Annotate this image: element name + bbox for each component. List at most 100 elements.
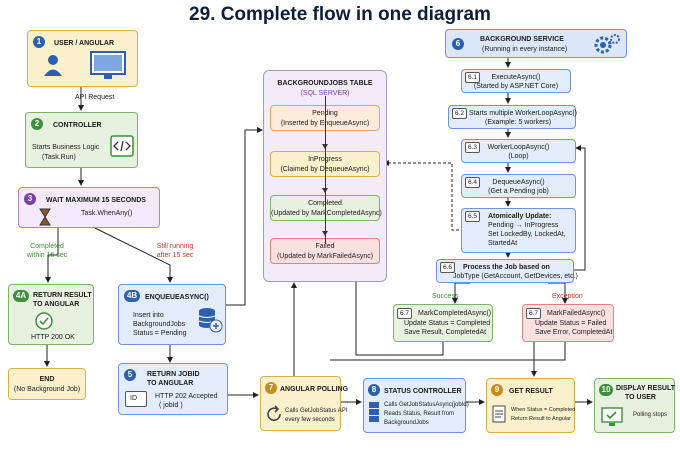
branch-completed-2: within 15 sec	[26, 252, 68, 259]
row-failed-name: Failed	[315, 243, 335, 250]
branch-running-1: Still running	[156, 243, 194, 250]
mark-failed-box: 6.7 MarkFailedAsync() Update Status = Fa…	[522, 304, 614, 342]
step-1-badge: 1	[33, 36, 45, 48]
step-6-2-line1: Starts multiple WorkerLoopAsync()	[469, 110, 578, 117]
row-inprogress-sub: (Claimed by DequeueAsync)	[280, 166, 370, 173]
gears-icon	[594, 34, 620, 54]
display-result-line2: TO USER	[625, 394, 656, 401]
step-4a-badge: 4A	[13, 290, 29, 302]
table-arrow-2	[322, 188, 328, 193]
mark-failed-badge: 6.7	[526, 308, 542, 319]
wait-sub: Task.WhenAny()	[81, 210, 133, 217]
get-result-line1: When Status = Completed	[511, 407, 576, 413]
table-title: BACKGROUNDJOBS TABLE	[277, 80, 373, 87]
table-state-line	[325, 96, 326, 244]
server-icon	[369, 402, 379, 422]
mark-failed-line1: MarkFailedAsync()	[547, 310, 606, 317]
return-jobid-box: 5 RETURN JOBID TO ANGULAR ID HTTP 202 Ac…	[118, 363, 228, 415]
background-service-sub: (Running in every instance)	[482, 46, 568, 53]
step-6-2-box: 6.2 Starts multiple WorkerLoopAsync() (E…	[448, 105, 578, 129]
mark-failed-line2: Update Status = Failed	[535, 320, 607, 327]
wait-box: 3 WAIT MAXIMUM 15 SECONDS Task.WhenAny()	[18, 187, 160, 228]
step-6-2-badge: 6.2	[452, 108, 468, 119]
table-arrow-3	[322, 231, 328, 236]
display-result-sub: Polling stops	[633, 412, 668, 418]
display-result-line1: DISPLAY RESULT	[616, 385, 675, 392]
step-2-badge: 2	[31, 118, 43, 130]
controller-line2: (Task.Run)	[42, 154, 76, 161]
user-icon	[44, 55, 62, 76]
enqueue-label: ENQUEUEASYNC()	[145, 294, 209, 301]
refresh-icon	[267, 405, 281, 421]
mark-failed-line3: Save Error, CompletedAt	[535, 329, 613, 336]
step-6-3-line2: (Loop)	[508, 153, 529, 160]
return-jobid-sub2: ( jobId )	[159, 402, 183, 409]
step-7-badge: 7	[265, 382, 277, 394]
step-6-3-line1: WorkerLoopAsync()	[487, 144, 550, 151]
step-10-badge: 10	[599, 384, 613, 396]
step-6-4-badge: 6.4	[465, 177, 481, 188]
enqueue-line2: BackgroundJobs	[133, 321, 186, 328]
step-6-6-line2: JobType (GetAccount, GetDevices, etc.)	[453, 273, 578, 280]
mark-completed-box: 6.7 MarkCompletedAsync() Update Status =…	[393, 304, 493, 342]
user-angular-box: 1 USER / ANGULAR	[27, 30, 138, 87]
diagram-title: 29. Complete flow in one diagram	[189, 4, 491, 25]
row-completed-name: Completed	[271, 199, 379, 208]
display-result-box: 10 DISPLAY RESULT TO USER Polling stops	[594, 378, 675, 433]
row-pending-name: Pending	[271, 109, 379, 118]
get-result-line2: Return Result to Angular	[511, 416, 571, 422]
status-controller-box: 8 STATUS CONTROLLER Calls GetJobStatusAs…	[363, 378, 469, 433]
user-angular-label: USER / ANGULAR	[54, 40, 115, 47]
step-6-6-box: 6.6 Process the Job based on JobType (Ge…	[436, 259, 578, 283]
wait-label: WAIT MAXIMUM 15 SECONDS	[46, 197, 146, 204]
angular-polling-box: 7 ANGULAR POLLING Calls GetJobStatus API…	[260, 376, 348, 431]
enqueue-line1: Insert into	[133, 312, 164, 319]
monitor-icon	[90, 51, 126, 79]
controller-line1: Starts Business Logic	[32, 144, 100, 151]
check-circle-icon	[35, 312, 53, 330]
step-6-3-badge: 6.3	[465, 142, 481, 153]
controller-label: CONTROLLER	[53, 122, 102, 129]
step-5-badge: 5	[124, 369, 136, 381]
code-icon	[110, 135, 134, 157]
step-6-6-badge: 6.6	[440, 262, 456, 273]
step-6-3-box: 6.3 WorkerLoopAsync() (Loop)	[461, 139, 576, 163]
end-box: END (No Background Job)	[8, 368, 86, 400]
success-label: Success	[432, 293, 459, 300]
enqueue-box: 4B ENQUEUEASYNC() Insert into Background…	[118, 284, 226, 345]
hourglass-icon	[39, 208, 51, 226]
step-6-badge: 6	[452, 38, 464, 50]
return-result-line1: RETURN RESULT	[33, 292, 92, 299]
step-6-1-badge: 6.1	[465, 72, 481, 83]
id-card-text: ID	[130, 395, 137, 402]
table-arrow-1	[322, 144, 328, 149]
enqueue-line3: Status = Pending	[133, 330, 187, 337]
return-result-line2: TO ANGULAR	[33, 301, 80, 308]
step-6-5-box: 6.5 Atomically Update: Pending → InProgr…	[461, 208, 576, 253]
database-add-icon	[198, 308, 223, 333]
angular-polling-line1: Calls GetJobStatus API	[285, 408, 348, 414]
exception-label: Exception	[552, 293, 583, 300]
mark-completed-badge: 6.7	[397, 308, 413, 319]
step-6-5-line2: Pending → InProgress	[488, 222, 559, 229]
step-6-4-box: 6.4 DequeueAsync() (Get a Pending job)	[461, 174, 576, 198]
monitor-check-icon	[601, 407, 623, 426]
step-3-badge: 3	[24, 193, 36, 205]
status-controller-line3: BackgroundJobs	[384, 420, 429, 426]
branch-completed-1: Completed	[30, 243, 64, 250]
step-6-5-badge: 6.5	[465, 211, 481, 222]
end-label: END	[39, 376, 55, 383]
return-jobid-line1: RETURN JOBID	[147, 371, 200, 378]
step-4b-badge: 4B	[124, 290, 140, 302]
step-6-5-line1: Atomically Update:	[488, 213, 552, 220]
mark-completed-line1: MarkCompletedAsync()	[418, 310, 492, 317]
step-6-1-line2: (Started by ASP.NET Core)	[473, 83, 559, 90]
step-6-1-box: 6.1 ExecuteAsync() (Started by ASP.NET C…	[461, 69, 571, 93]
background-service-box: 6 BACKGROUND SERVICE (Running in every i…	[445, 29, 627, 58]
controller-box: 2 CONTROLLER Starts Business Logic (Task…	[25, 112, 138, 168]
row-inprogress-name: InProgress	[271, 155, 379, 164]
step-6-4-line1: DequeueAsync()	[492, 179, 545, 186]
background-service-label: BACKGROUND SERVICE	[480, 36, 564, 43]
row-failed-sub: (Updated by MarkFailedAsync)	[276, 253, 374, 260]
